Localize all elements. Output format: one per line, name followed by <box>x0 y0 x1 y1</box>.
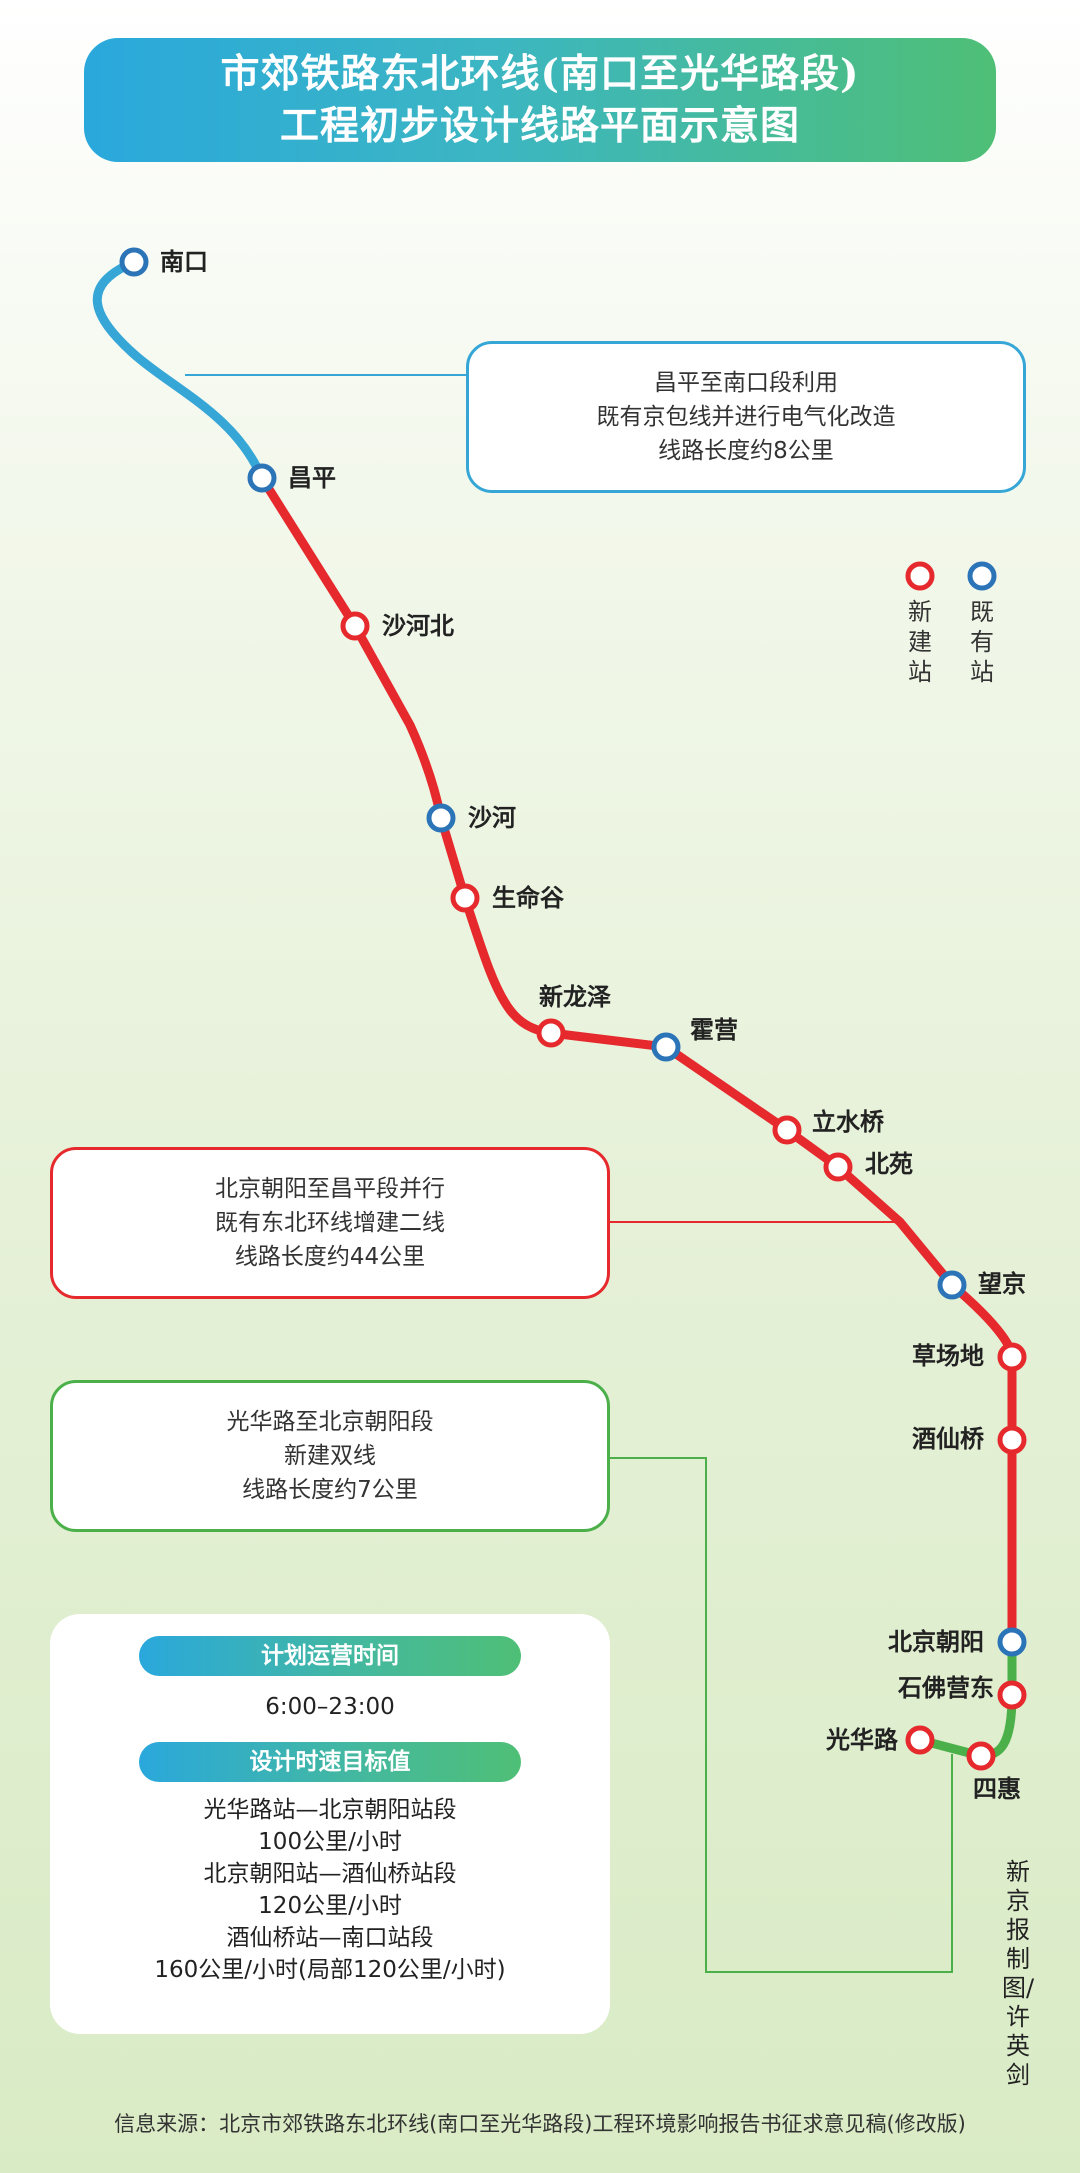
station-label: 石佛营东 <box>897 1673 994 1702</box>
callout-blue-line: 线路长度约8公里 <box>658 438 834 464</box>
source-footer: 信息来源：北京市郊铁路东北环线(南口至光华路段)工程环境影响报告书征求意见稿(修… <box>114 2112 966 2136</box>
title-banner: 市郊铁路东北环线(南口至光华路段) 工程初步设计线路平面示意图 <box>84 38 996 162</box>
speed-line: 光华路站—北京朝阳站段 <box>203 1797 457 1823</box>
callout-red-line: 北京朝阳至昌平段并行 <box>215 1176 445 1202</box>
new-station-marker <box>997 1425 1027 1455</box>
new-station-marker <box>997 1680 1027 1710</box>
legend-existing-station-label: 既有站 <box>970 598 994 686</box>
station-label: 草场地 <box>912 1341 984 1370</box>
callout-green-line: 线路长度约7公里 <box>242 1477 418 1503</box>
schedule-value: 6:00–23:00 <box>265 1694 395 1720</box>
existing-line-segment <box>92 257 267 483</box>
speed-list: 光华路站—北京朝阳站段 100公里/小时 北京朝阳站—酒仙桥站段 120公里/小… <box>50 1794 610 1986</box>
speed-line: 120公里/小时 <box>258 1893 402 1919</box>
new-station-marker <box>997 1342 1027 1372</box>
speed-line: 100公里/小时 <box>258 1829 402 1855</box>
new-station-marker <box>450 883 480 913</box>
schedule-title: 计划运营时间 <box>139 1636 521 1676</box>
callout-blue-line: 昌平至南口段利用 <box>654 370 838 396</box>
speed-line: 160公里/小时(局部120公里/小时) <box>154 1957 506 1983</box>
new-station-marker <box>823 1152 853 1182</box>
green-callout-leader <box>610 1457 953 1973</box>
title-line-2: 工程初步设计线路平面示意图 <box>279 103 800 149</box>
existing-station-marker <box>937 1270 967 1300</box>
station-label: 光华路 <box>825 1725 899 1754</box>
existing-station-marker <box>247 463 277 493</box>
station-label: 酒仙桥 <box>912 1424 985 1453</box>
station-label: 霍营 <box>690 1015 738 1044</box>
existing-station-marker <box>997 1627 1027 1657</box>
credit: 新京报制图/许英剑 <box>1002 1858 1035 2089</box>
callout-red-line: 线路长度约44公里 <box>234 1244 426 1270</box>
station-label: 望京 <box>978 1269 1026 1298</box>
station-label: 生命谷 <box>492 883 565 912</box>
speed-line: 酒仙桥站—南口站段 <box>226 1925 434 1951</box>
callout-red: 北京朝阳至昌平段并行 既有东北环线增建二线 线路长度约44公里 <box>50 1147 610 1299</box>
legend-new-station-label: 新建站 <box>908 598 932 686</box>
station-label: 立水桥 <box>812 1107 885 1136</box>
stations-layer: 南口昌平沙河北沙河生命谷新龙泽霍营立水桥北苑望京草场地酒仙桥北京朝阳石佛营东四惠… <box>119 247 1027 1803</box>
station-label: 四惠 <box>973 1774 1021 1803</box>
info-panel: 计划运营时间 6:00–23:00 设计时速目标值 光华路站—北京朝阳站段 10… <box>50 1614 610 2034</box>
callout-red-line: 既有东北环线增建二线 <box>215 1210 445 1236</box>
station-label: 昌平 <box>288 463 336 492</box>
callout-blue-line: 既有京包线并进行电气化改造 <box>596 404 896 430</box>
legend: 新建站 既有站 <box>905 561 997 686</box>
new-station-marker <box>966 1741 996 1771</box>
new-station-marker <box>340 611 370 641</box>
callout-green-line: 新建双线 <box>284 1443 376 1469</box>
legend-existing-station-marker <box>967 561 997 591</box>
station-label: 北京朝阳 <box>888 1627 984 1656</box>
callout-blue: 昌平至南口段利用 既有京包线并进行电气化改造 线路长度约8公里 <box>466 341 1026 493</box>
existing-station-marker <box>426 803 456 833</box>
new-station-marker <box>536 1018 566 1048</box>
legend-new-station-marker <box>905 561 935 591</box>
new-station-marker <box>772 1115 802 1145</box>
existing-station-marker <box>119 247 149 277</box>
station-label: 新龙泽 <box>539 982 611 1011</box>
speed-title: 设计时速目标值 <box>139 1742 521 1782</box>
station-label: 沙河 <box>468 803 516 832</box>
station-label: 南口 <box>160 247 208 276</box>
station-label: 北苑 <box>865 1149 913 1178</box>
callout-green-line: 光华路至北京朝阳段 <box>226 1409 434 1435</box>
speed-line: 北京朝阳站—酒仙桥站段 <box>203 1861 457 1887</box>
callout-green: 光华路至北京朝阳段 新建双线 线路长度约7公里 <box>50 1380 610 1532</box>
station-label: 沙河北 <box>382 611 454 640</box>
new-station-marker <box>905 1725 935 1755</box>
existing-station-marker <box>651 1032 681 1062</box>
title-line-1: 市郊铁路东北环线(南口至光华路段) <box>220 51 860 97</box>
